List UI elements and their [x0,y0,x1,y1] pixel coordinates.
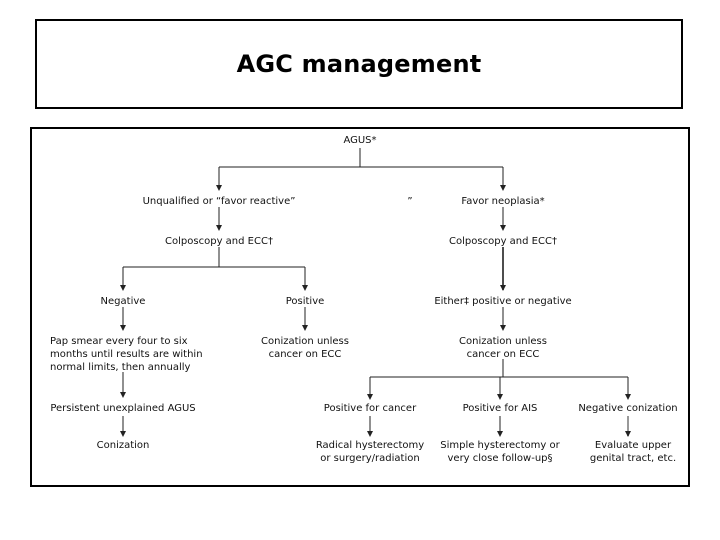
node-evaluate: Evaluate upper genital tract, etc. [578,439,688,465]
node-pos-ais-label: Positive for AIS [462,403,538,414]
node-positive: Positive [265,295,345,308]
node-negative: Negative [83,295,163,308]
node-evaluate-line-1: Evaluate upper [594,440,672,451]
node-unqualified: Unqualified or “favor reactive” [119,195,319,208]
node-con-right-line-2: cancer on ECC [466,349,540,360]
node-conization-unless-mid: Conization unless cancer on ECC [245,335,365,361]
node-evaluate-line-2: genital tract, etc. [589,453,677,464]
node-pos-ais: Positive for AIS [445,402,555,415]
node-conization-label: Conization [96,440,150,451]
node-neg-conization: Negative conization [568,402,688,415]
node-radical: Radical hysterectomy or surgery/radiatio… [305,439,435,465]
node-left-colposcopy: Colposcopy and ECC† [139,235,299,248]
node-pap-smear: Pap smear every four to six months until… [50,335,230,374]
node-agus: AGUS* [320,134,400,147]
node-simple: Simple hysterectomy or very close follow… [435,439,565,465]
node-unqualified-label: Unqualified or “favor reactive” [142,196,296,207]
node-conization-unless-right: Conization unless cancer on ECC [443,335,563,361]
node-either-label: Either‡ positive or negative [434,296,572,307]
flowchart-connectors [120,148,631,437]
node-left-colposcopy-label: Colposcopy and ECC† [165,236,273,247]
stray-quote-mark: ” [400,195,420,208]
node-positive-label: Positive [285,296,325,307]
node-neg-conization-label: Negative conization [578,403,678,414]
node-agus-label: AGUS* [343,135,377,146]
node-simple-line-2: very close follow-up§ [447,453,553,464]
node-con-mid-line-2: cancer on ECC [268,349,342,360]
node-pap-line-2: months until results are within [50,349,203,360]
slide-title: AGC management [236,50,482,78]
node-radical-line-2: or surgery/radiation [320,453,420,464]
node-radical-line-1: Radical hysterectomy [315,440,425,451]
node-persistent: Persistent unexplained AGUS [43,402,203,415]
node-pos-cancer-label: Positive for cancer [323,403,417,414]
flowchart-frame [30,127,690,487]
title-box: AGC management [35,19,683,109]
node-pap-line-1: Pap smear every four to six [50,336,188,347]
stray-quote-label: ” [407,196,413,207]
node-pap-line-3: normal limits, then annually [50,362,191,373]
node-favor-neoplasia-label: Favor neoplasia* [461,196,545,207]
node-favor-neoplasia: Favor neoplasia* [443,195,563,208]
node-conization: Conization [83,439,163,452]
node-negative-label: Negative [100,296,146,307]
node-either: Either‡ positive or negative [418,295,588,308]
node-pos-cancer: Positive for cancer [310,402,430,415]
node-right-colposcopy-label: Colposcopy and ECC† [449,236,557,247]
node-simple-line-1: Simple hysterectomy or [440,440,560,451]
node-right-colposcopy: Colposcopy and ECC† [423,235,583,248]
node-con-mid-line-1: Conization unless [261,336,349,347]
node-persistent-label: Persistent unexplained AGUS [50,403,196,414]
node-con-right-line-1: Conization unless [459,336,547,347]
